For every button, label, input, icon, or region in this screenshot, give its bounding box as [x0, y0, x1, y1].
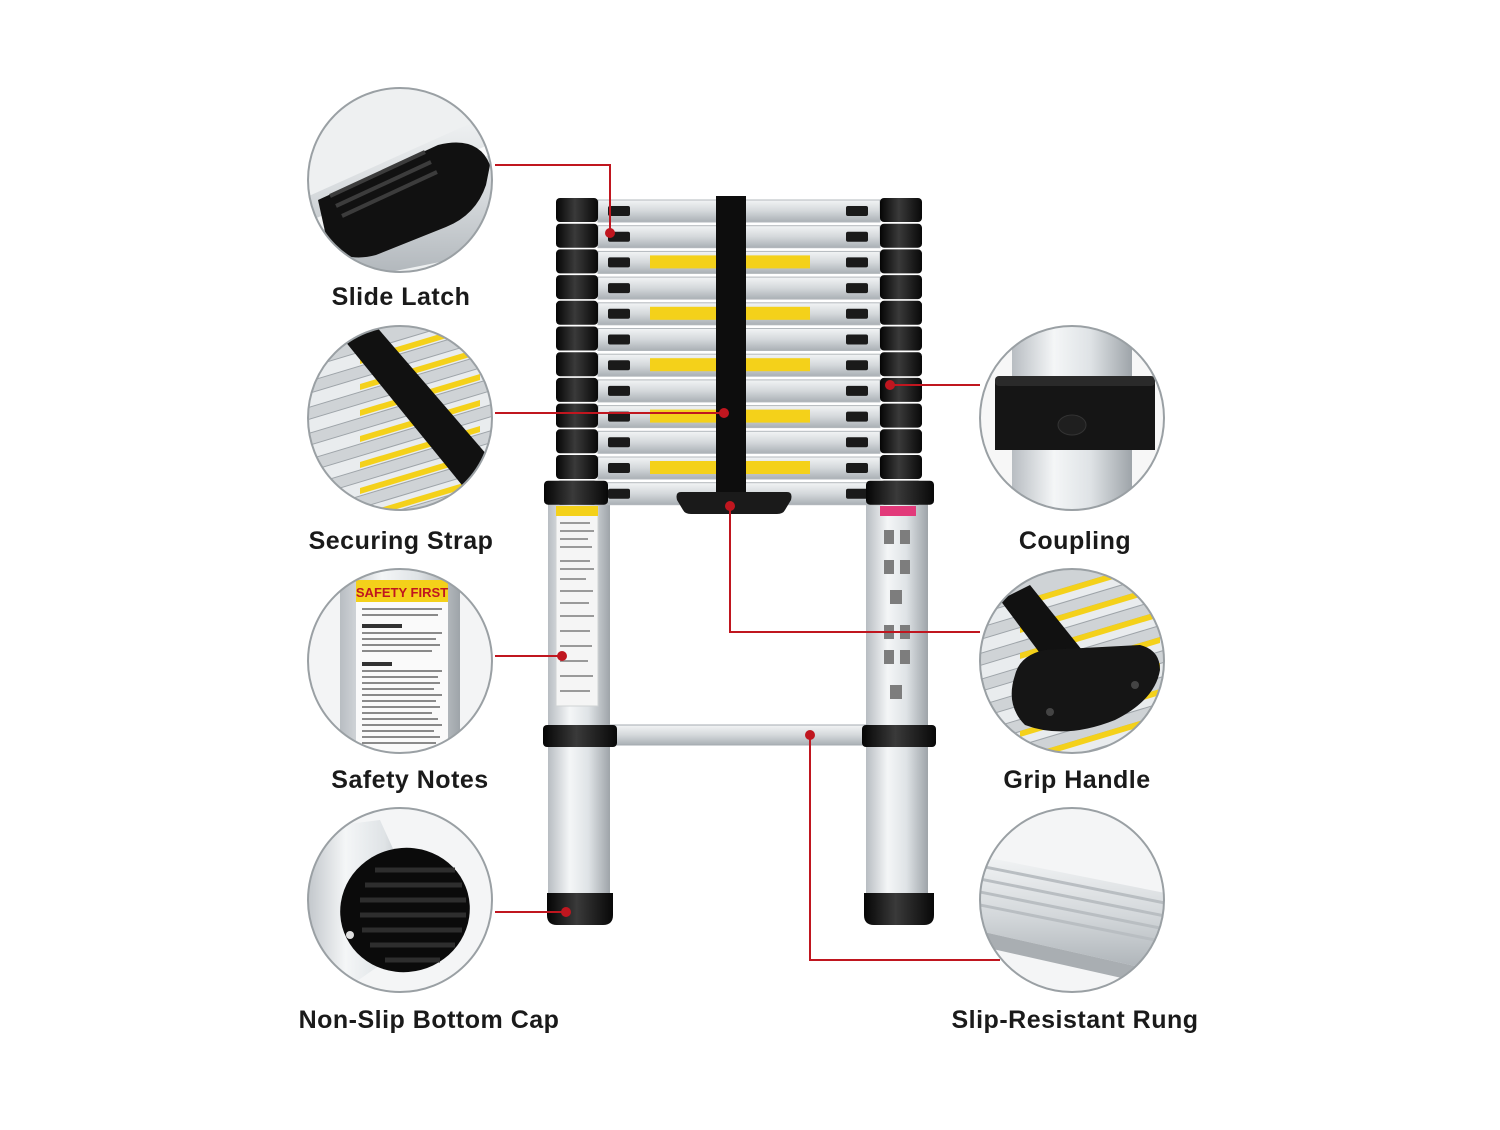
rung-latch: [846, 206, 868, 216]
left-coupling: [556, 377, 598, 402]
left-coupling: [556, 275, 598, 300]
rung-latch: [608, 283, 630, 294]
right-coupling: [880, 275, 922, 300]
rung-latch: [608, 257, 630, 268]
rung-latch: [608, 463, 630, 473]
rung-latch: [846, 283, 868, 294]
rung-latch: [608, 206, 630, 216]
callout-dots: [557, 228, 895, 917]
rung-latch: [846, 437, 868, 448]
rung-latch: [608, 308, 630, 319]
rung-latch: [846, 257, 868, 268]
right-coupling: [880, 300, 922, 325]
rung-latch: [608, 488, 630, 499]
detail-grip-handle: [979, 568, 1165, 754]
callout-line-slide-latch: [495, 164, 611, 233]
detail-slip-resistant-rung: [979, 807, 1165, 993]
securing-strap: [716, 196, 746, 496]
right-bottom-coupling: [862, 725, 936, 747]
label-grip-handle: Grip Handle: [1003, 766, 1151, 794]
left-lowest-coupling: [544, 480, 608, 505]
label-slip-resistant-rung: Slip-Resistant Rung: [951, 1006, 1199, 1034]
left-coupling: [556, 429, 598, 454]
right-coupling: [880, 352, 922, 377]
callout-line-grip-handle: [729, 506, 980, 633]
label-safety-notes: Safety Notes: [331, 766, 489, 794]
rung-latch: [608, 385, 630, 396]
right-coupling: [880, 403, 922, 428]
label-non-slip-bottom-cap: Non-Slip Bottom Cap: [298, 1006, 560, 1034]
left-foot-cap: [547, 893, 613, 925]
right-coupling: [880, 455, 922, 479]
left-coupling: [556, 326, 598, 351]
right-coupling: [880, 249, 922, 274]
rung-latch: [846, 463, 868, 473]
rung-latch: [846, 488, 868, 499]
rung-latch: [846, 308, 868, 319]
left-coupling: [556, 455, 598, 479]
right-foot-cap: [864, 893, 934, 925]
detail-bottom-cap: [307, 807, 493, 993]
rung-latch: [846, 360, 868, 371]
right-stile: [866, 495, 928, 905]
rung-latch: [608, 411, 630, 422]
right-coupling: [880, 198, 922, 222]
left-coupling: [556, 249, 598, 274]
bottom-rung: [607, 724, 869, 746]
stile-safety-sticker: [555, 505, 599, 707]
callout-lines: [495, 164, 1000, 961]
rung-latch: [608, 334, 630, 345]
rung-latch: [608, 437, 630, 448]
right-coupling: [880, 326, 922, 351]
ladder: [543, 196, 936, 925]
rung-latch: [846, 231, 868, 242]
detail-safety-notes: SAFETY FIRST: [307, 568, 493, 754]
rung-latch: [846, 334, 868, 345]
left-bottom-coupling: [543, 725, 617, 747]
label-coupling: Coupling: [1018, 527, 1132, 555]
rung-latch: [846, 385, 868, 396]
detail-slide-latch: [307, 87, 493, 273]
rung-latch: [846, 411, 868, 422]
left-coupling: [556, 300, 598, 325]
right-lowest-coupling: [866, 480, 934, 505]
left-coupling: [556, 352, 598, 377]
left-coupling: [556, 223, 598, 248]
detail-coupling: [979, 325, 1165, 511]
label-slide-latch: Slide Latch: [331, 283, 471, 311]
detail-securing-strap: [307, 325, 493, 511]
right-coupling: [880, 377, 922, 402]
callout-line-rung: [809, 735, 1000, 961]
rung-latch: [608, 360, 630, 371]
left-coupling: [556, 403, 598, 428]
right-coupling: [880, 429, 922, 454]
left-coupling: [556, 198, 598, 222]
right-coupling: [880, 223, 922, 248]
label-securing-strap: Securing Strap: [308, 527, 494, 555]
safety-first-text: SAFETY FIRST: [356, 585, 448, 600]
